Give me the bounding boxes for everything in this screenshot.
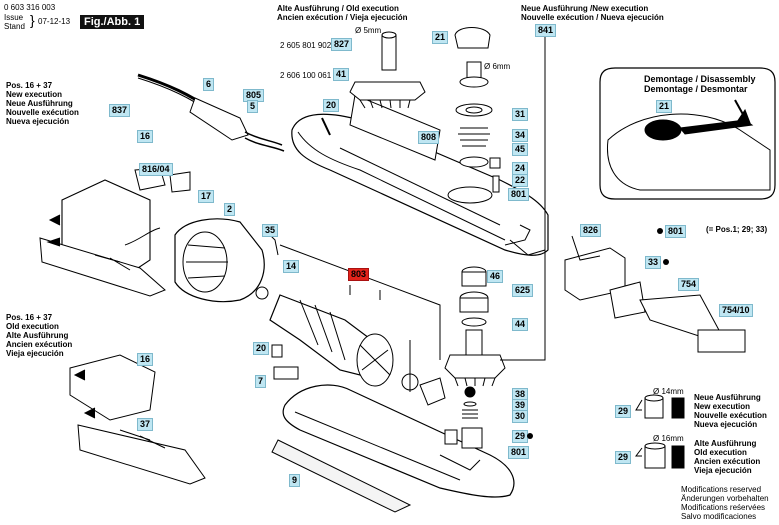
slider-old bbox=[77, 424, 206, 485]
tag-29-new: 29 bbox=[615, 405, 632, 418]
dim-16mm: Ø 16mm bbox=[653, 434, 684, 443]
tag-625: 625 bbox=[512, 284, 534, 297]
tag-46: 46 bbox=[487, 270, 504, 283]
tag-21-detail: 21 bbox=[656, 100, 673, 113]
new-execution-header: Neue Ausführung /New execution Nouvelle … bbox=[521, 4, 664, 22]
tag-20-top: 20 bbox=[323, 99, 340, 112]
stand-label: Stand bbox=[4, 22, 25, 31]
tag-801-note: 801 bbox=[665, 225, 687, 238]
tag-6: 6 bbox=[203, 78, 215, 91]
dim-5mm: Ø 5mm bbox=[355, 26, 382, 35]
housing-top bbox=[291, 113, 549, 256]
pos-old-label: Pos. 16 + 37 Old execution Alte Ausführu… bbox=[6, 313, 73, 358]
tag-39: 39 bbox=[512, 399, 529, 412]
bullet-29 bbox=[527, 433, 533, 439]
brace: } bbox=[30, 12, 35, 28]
tag-44: 44 bbox=[512, 318, 529, 331]
base-plate bbox=[271, 439, 412, 513]
spring-34 bbox=[458, 127, 490, 147]
housing-bottom bbox=[282, 384, 515, 498]
tag-801-top: 801 bbox=[508, 188, 530, 201]
cord-sleeve bbox=[189, 97, 249, 141]
pinion bbox=[419, 377, 446, 406]
tag-33: 33 bbox=[645, 256, 662, 269]
tag-803: 803 bbox=[348, 268, 370, 281]
switch-old bbox=[69, 354, 156, 421]
tag-20-bottom: 20 bbox=[253, 342, 270, 355]
old-execution-bottom: Alte Ausführung Old execution Ancien exé… bbox=[694, 439, 761, 475]
tag-37: 37 bbox=[137, 418, 154, 431]
tag-16-old: 16 bbox=[137, 353, 154, 366]
tag-16-new: 16 bbox=[137, 130, 154, 143]
part-33 bbox=[609, 281, 646, 319]
doc-number: 0 603 316 003 bbox=[4, 3, 56, 12]
tag-816-04: 816/04 bbox=[139, 163, 173, 176]
tag-21-top: 21 bbox=[432, 31, 449, 44]
gear-old bbox=[349, 81, 426, 101]
disassembly-label: Demontage / Disassembly Demontage / Desm… bbox=[644, 74, 756, 94]
tag-826: 826 bbox=[580, 224, 602, 237]
tag-35: 35 bbox=[262, 224, 279, 237]
ref-2605801902: 2 605 801 902 bbox=[280, 41, 332, 50]
tag-29-old: 29 bbox=[615, 451, 632, 464]
tag-801-bottom: 801 bbox=[508, 446, 530, 459]
ref-2606100061: 2 606 100 061 bbox=[280, 71, 332, 80]
issue-date: 07-12-13 bbox=[38, 17, 71, 26]
tag-22: 22 bbox=[512, 174, 529, 187]
gear-lower bbox=[444, 354, 506, 379]
tag-41: 41 bbox=[333, 68, 350, 81]
note-801: (= Pos.1; 29; 33) bbox=[706, 225, 768, 234]
cap-21 bbox=[454, 27, 491, 49]
issue-label: Issue bbox=[4, 13, 24, 22]
tag-5: 5 bbox=[247, 100, 259, 113]
tag-754-10: 754/10 bbox=[719, 304, 753, 317]
tag-7: 7 bbox=[255, 375, 267, 388]
tag-2: 2 bbox=[224, 203, 236, 216]
tag-17: 17 bbox=[198, 190, 215, 203]
slider-new bbox=[39, 237, 166, 297]
tag-34: 34 bbox=[512, 129, 529, 142]
pos-new-label: Pos. 16 + 37 New execution Neue Ausführu… bbox=[6, 81, 79, 126]
tag-45: 45 bbox=[512, 143, 529, 156]
part-754-10 bbox=[697, 329, 746, 353]
bullet-33 bbox=[663, 259, 669, 265]
tag-14: 14 bbox=[283, 260, 300, 273]
new-execution-bottom: Neue Ausführung New execution Nouvelle e… bbox=[694, 393, 767, 429]
tag-841: 841 bbox=[535, 24, 557, 37]
figure-label: Fig./Abb. 1 bbox=[80, 15, 145, 29]
tag-31: 31 bbox=[512, 108, 529, 121]
bullet-801 bbox=[657, 228, 663, 234]
tag-30: 30 bbox=[512, 410, 529, 423]
tag-837: 837 bbox=[109, 104, 131, 117]
tag-827: 827 bbox=[331, 38, 353, 51]
dim-6mm: Ø 6mm bbox=[484, 62, 511, 71]
tag-29-mid: 29 bbox=[512, 430, 529, 443]
tag-754: 754 bbox=[678, 278, 700, 291]
old-execution-header: Alte Ausführung / Old execution Ancien e… bbox=[277, 4, 408, 22]
tag-808: 808 bbox=[418, 131, 440, 144]
tag-805: 805 bbox=[243, 89, 265, 102]
dim-14mm: Ø 14mm bbox=[653, 387, 684, 396]
tag-9: 9 bbox=[289, 474, 301, 487]
modifications-note: Modifications reserved Änderungen vorbeh… bbox=[681, 485, 769, 521]
